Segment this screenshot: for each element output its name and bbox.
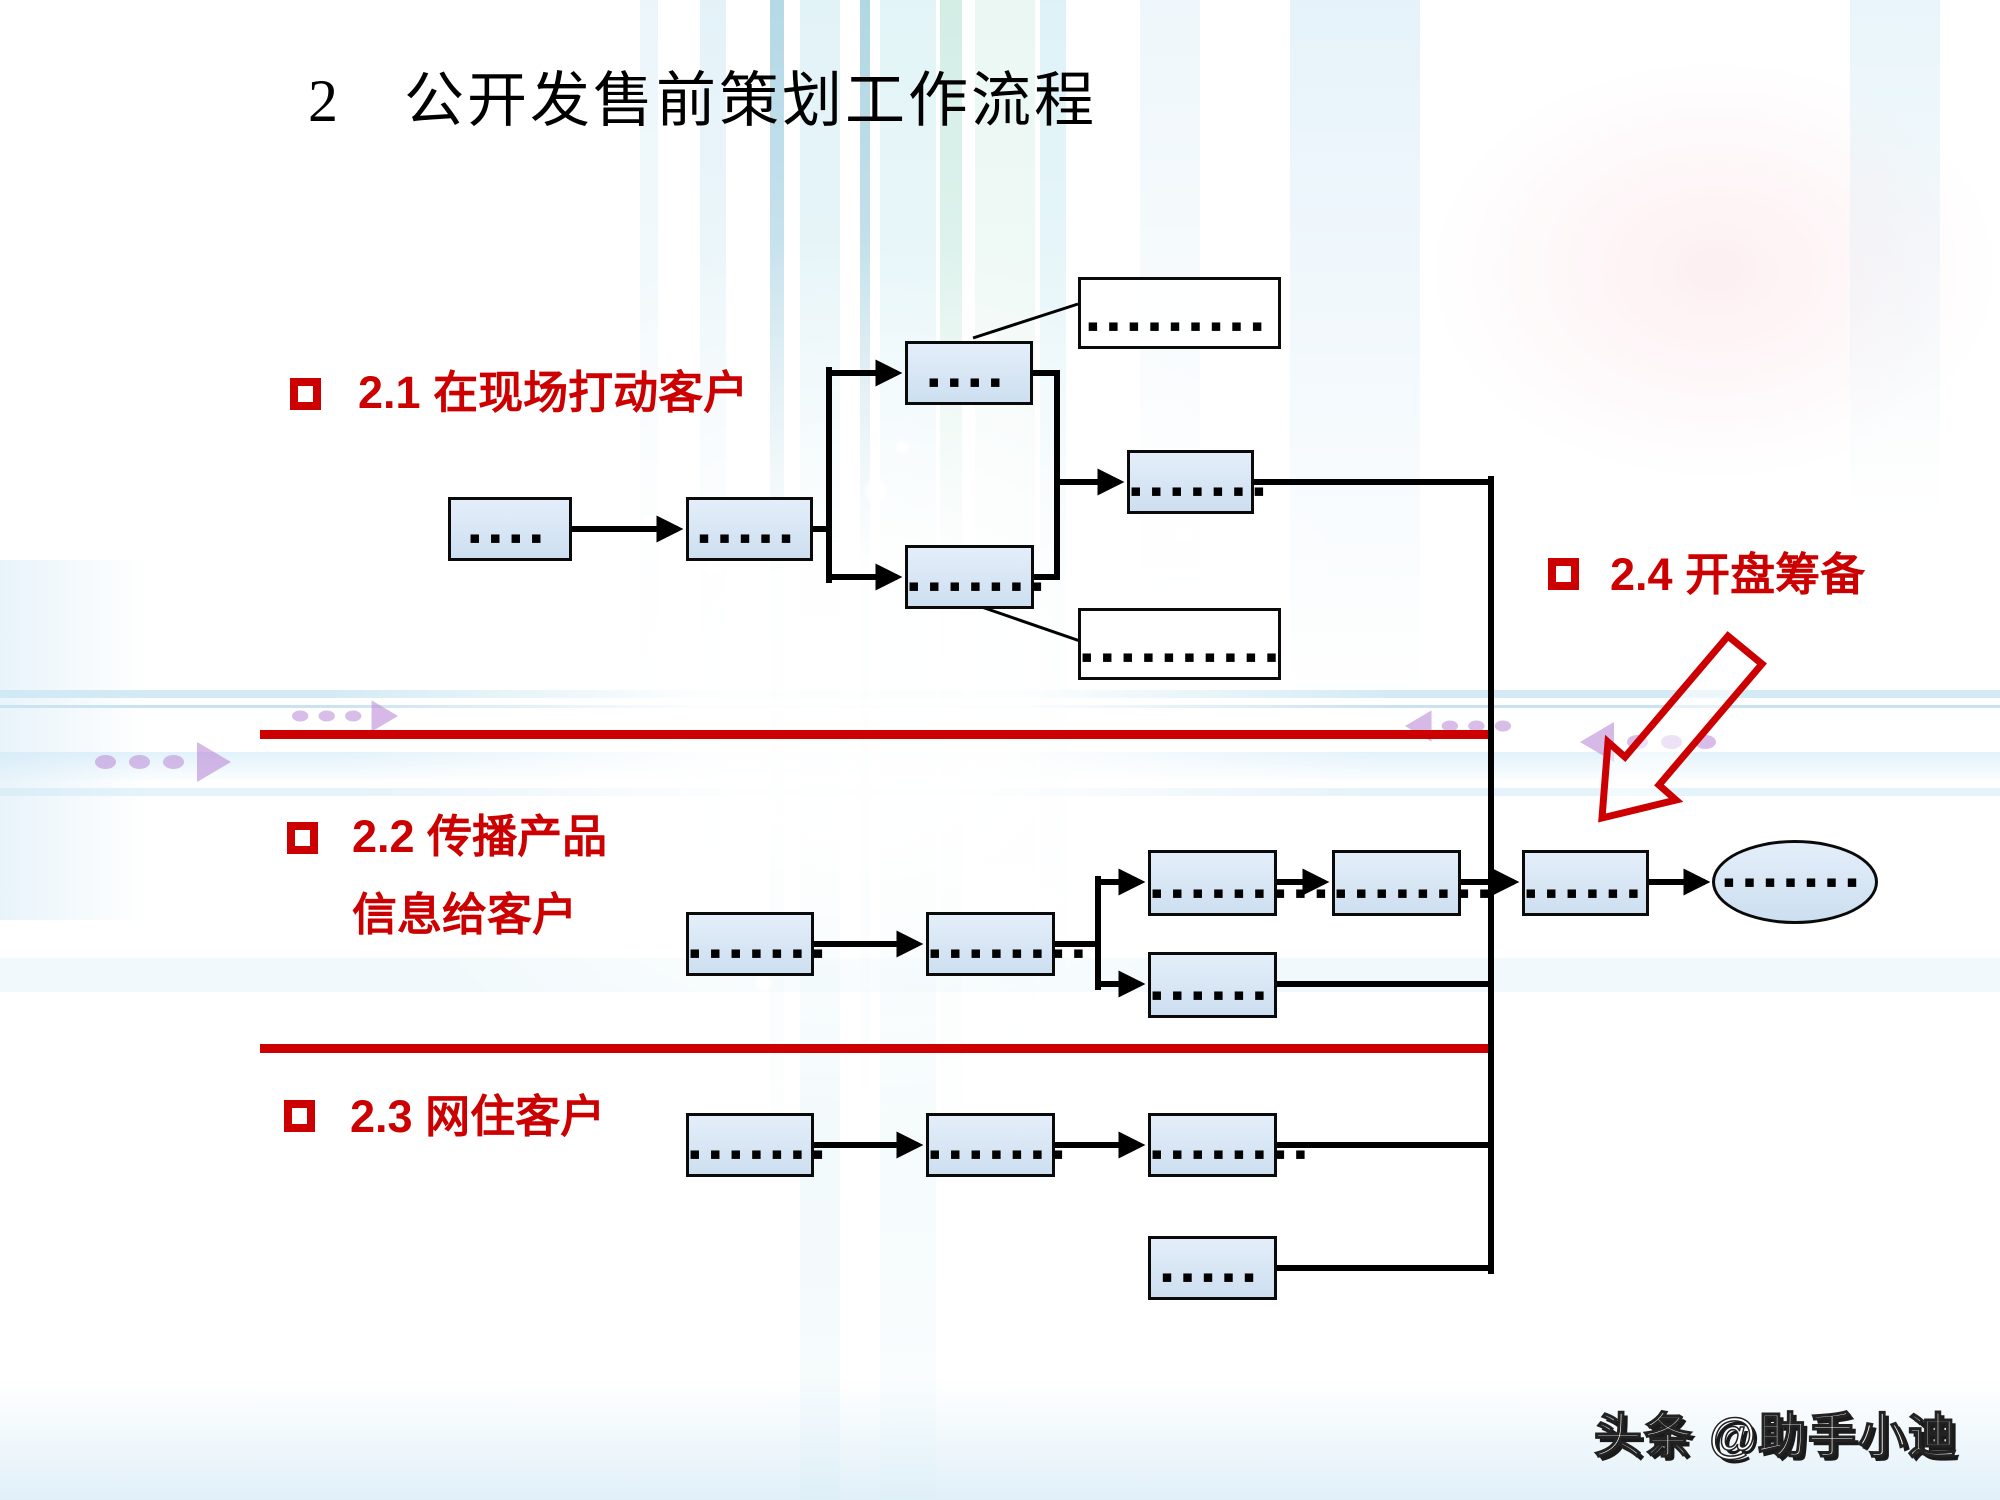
flow-box-f: ▪▪▪▪▪▪▪: [686, 912, 833, 976]
annotation-box-top: ▪▪▪▪▪▪▪▪▪: [1078, 277, 1281, 349]
section-label-2-2: 2.2 传播产品 信息给客户: [352, 798, 607, 954]
section-divider-bottom: [260, 1044, 1488, 1053]
flow-box-k: ▪▪▪▪▪▪: [1522, 850, 1649, 916]
placeholder-dots: ▪▪▪▪▪: [1161, 1267, 1264, 1287]
placeholder-dots: ▪▪▪▪▪▪▪: [929, 1144, 1073, 1164]
section-text: 传播产品: [427, 811, 608, 862]
placeholder-dots: ▪▪▪▪▪▪▪▪: [1335, 883, 1500, 903]
section-text: 开盘筹备: [1685, 549, 1866, 600]
section-label-2-3: 2.3 网住客户: [350, 1078, 605, 1156]
section-divider-top: [260, 730, 1488, 739]
annotation-box-bottom: ▪▪▪▪▪▪▪▪▪▪: [1078, 608, 1281, 680]
placeholder-dots: ▪▪▪▪▪▪▪: [1723, 872, 1867, 892]
flow-box-n: ▪▪▪▪▪▪▪▪: [1148, 1113, 1316, 1177]
placeholder-dots: ▪▪▪▪▪▪▪▪▪: [1087, 316, 1272, 336]
flow-box-a: ▪▪▪▪: [448, 497, 572, 561]
section-text: 在现场打动客户: [433, 367, 749, 418]
flow-box-i: ▪▪▪▪▪▪: [1148, 952, 1277, 1018]
bullet-square-icon: [284, 1100, 315, 1132]
placeholder-dots: ▪▪▪▪▪▪▪: [689, 1144, 833, 1164]
section-number: 2.1: [358, 367, 421, 418]
slide-title: 2 公开发售前策划工作流程: [308, 68, 1097, 134]
bullet-square-icon: [290, 378, 321, 410]
flow-box-l: ▪▪▪▪▪▪▪: [686, 1113, 833, 1177]
flow-box-c: ▪▪▪▪: [905, 341, 1033, 405]
placeholder-dots: ▪▪▪▪▪▪: [1151, 985, 1275, 1005]
flow-box-b: ▪▪▪▪▪: [686, 497, 813, 561]
flow-terminator-ellipse: ▪▪▪▪▪▪▪: [1712, 840, 1878, 924]
decor-dots-arrow-right-1: [95, 742, 231, 782]
flow-box-e: ▪▪▪▪▪▪▪: [1127, 450, 1274, 514]
placeholder-dots: ▪▪▪▪▪▪▪▪: [1151, 1144, 1316, 1164]
placeholder-dots: ▪▪▪▪▪▪: [1525, 883, 1649, 903]
decor-dots-arrow-right-2: [292, 700, 399, 732]
placeholder-dots: ▪▪▪▪: [927, 372, 1011, 392]
placeholder-dots: ▪▪▪▪▪▪▪▪▪▪: [1081, 647, 1287, 667]
placeholder-dots: ▪▪▪▪▪: [698, 528, 801, 548]
section-number: 2.4: [1610, 549, 1673, 600]
bullet-square-icon: [287, 822, 318, 854]
watermark: 头条 @助手小迪: [1593, 1409, 1958, 1464]
placeholder-dots: ▪▪▪▪▪▪▪: [1130, 481, 1274, 501]
section-label-2-1: 2.1 在现场打动客户: [358, 354, 748, 432]
section-text-line2: 信息给客户: [352, 889, 578, 940]
placeholder-dots: ▪▪▪▪▪▪▪▪: [929, 943, 1094, 963]
flow-box-d: ▪▪▪▪▪▪▪: [905, 545, 1052, 609]
section-label-2-4: 2.4 开盘筹备: [1610, 536, 1865, 614]
section-text: 网住客户: [425, 1091, 606, 1142]
bullet-square-icon: [1548, 558, 1579, 590]
placeholder-dots: ▪▪▪▪▪▪▪: [908, 576, 1052, 596]
flow-box-g: ▪▪▪▪▪▪▪▪: [926, 912, 1094, 976]
flow-box-j: ▪▪▪▪▪▪▪▪: [1332, 850, 1500, 916]
flow-box-o: ▪▪▪▪▪: [1148, 1236, 1277, 1300]
flow-box-m: ▪▪▪▪▪▪▪: [926, 1113, 1073, 1177]
placeholder-dots: ▪▪▪▪▪▪▪: [689, 943, 833, 963]
placeholder-dots: ▪▪▪▪: [468, 528, 552, 548]
section-number: 2.3: [350, 1091, 413, 1142]
section-number: 2.2: [352, 811, 415, 862]
